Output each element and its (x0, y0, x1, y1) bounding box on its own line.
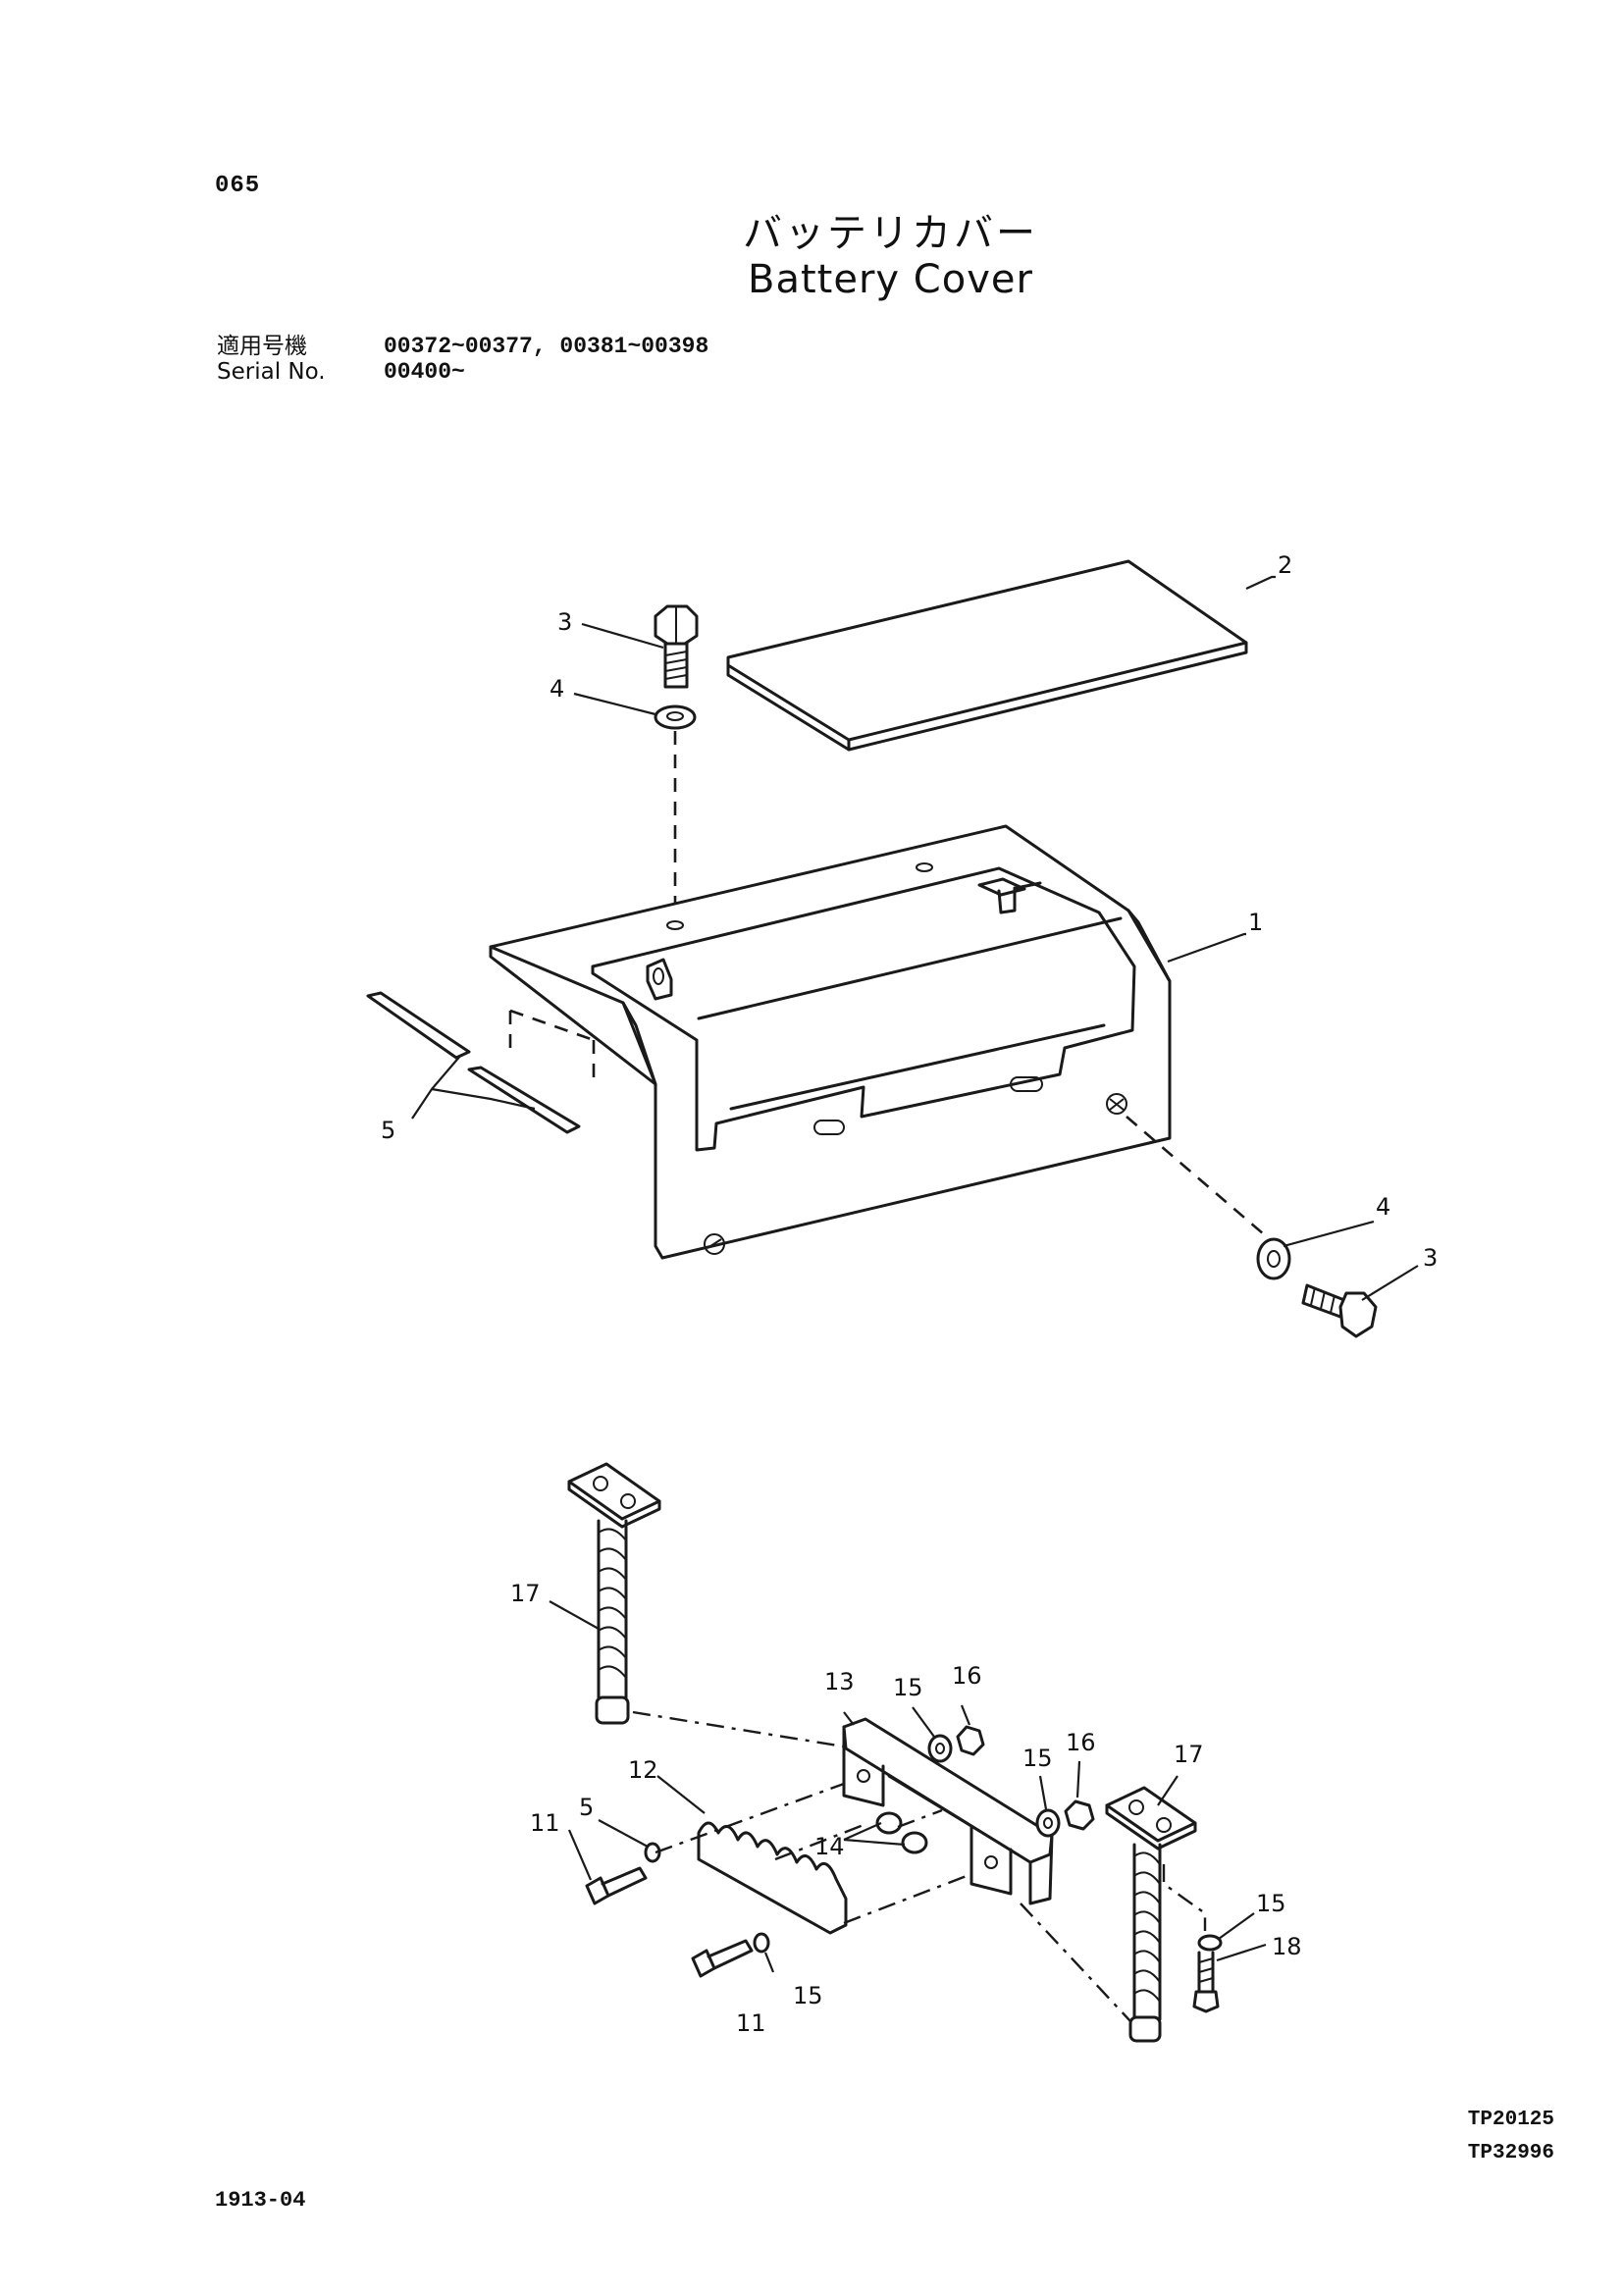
callout-2: 2 (1278, 551, 1292, 579)
callout-16-b: 16 (1066, 1729, 1096, 1756)
assembly-lines-strips (508, 1009, 596, 1079)
part-16-nut-a (956, 1725, 985, 1756)
part-17-rod-right (1105, 1786, 1197, 2043)
part-15-washer-c (644, 1842, 661, 1863)
callout-numbers: 2 3 4 1 4 3 5 17 13 15 16 15 16 17 12 11… (381, 551, 1438, 2037)
assembly-lines-lower (632, 1710, 1207, 2022)
callout-15-b: 15 (1022, 1745, 1053, 1772)
callout-4-upper: 4 (550, 675, 564, 703)
callout-1: 1 (1248, 909, 1263, 936)
callout-11-a: 11 (530, 1809, 560, 1837)
leader-lines (411, 575, 1419, 1973)
serial-row-2: Serial No. 00400~ (217, 359, 708, 385)
footer-ref-1: TP20125 (1467, 2109, 1554, 2131)
assembly-line-right-bolt (1126, 1116, 1265, 1235)
callout-17-right: 17 (1174, 1741, 1204, 1768)
part-3-bolt-right (1301, 1283, 1378, 1338)
page-number: 065 (215, 173, 261, 199)
callout-11-b: 11 (736, 2009, 766, 2037)
part-16-nut-b (1064, 1799, 1095, 1831)
serial-ranges-1: 00372~00377, 00381~00398 (384, 334, 709, 359)
serial-ranges-2: 00400~ (384, 359, 465, 385)
part-1-battery-cover (489, 824, 1172, 1260)
part-4-washer-right (1256, 1237, 1291, 1280)
part-2-cover-plate (726, 559, 1248, 752)
footer-document-code: 1913-04 (215, 2188, 306, 2213)
callout-18: 18 (1272, 1933, 1302, 1960)
callout-3-upper: 3 (557, 608, 572, 636)
part-3-bolt-upper (654, 604, 699, 689)
part-11-bolt-b (691, 1939, 754, 1978)
callout-14: 14 (814, 1833, 845, 1860)
callout-15-d: 15 (793, 1982, 823, 2009)
callout-17-left: 17 (510, 1580, 541, 1607)
callout-16-a: 16 (952, 1662, 982, 1690)
serial-label-english: Serial No. (217, 359, 326, 385)
part-15-washer-d (753, 1932, 770, 1954)
footer-ref-2: TP32996 (1467, 2142, 1554, 2164)
callout-13: 13 (824, 1668, 855, 1695)
serial-row-1: 適用号機 00372~00377, 00381~00398 (217, 334, 708, 359)
page-title-japanese: バッテリカバー (743, 211, 1038, 256)
serial-label-japanese: 適用号機 (217, 334, 307, 359)
part-12-serrated-plate (697, 1821, 848, 1935)
callout-5-lower: 5 (579, 1794, 594, 1821)
part-17-rod-left (567, 1462, 661, 1725)
part-18-bolt (1192, 1951, 1220, 2013)
callout-5-upper: 5 (381, 1117, 395, 1144)
part-11-bolt-a (585, 1866, 648, 1905)
part-4-washer-upper (654, 704, 697, 730)
callout-15-a: 15 (893, 1674, 923, 1701)
callout-15-c: 15 (1256, 1890, 1286, 1917)
part-15-washer-a (927, 1734, 953, 1763)
part-15-washer-b (1035, 1808, 1061, 1838)
part-13-bracket (842, 1717, 1054, 1905)
part-5-rubber-strips (366, 991, 581, 1134)
part-15-washer-e (1197, 1934, 1223, 1952)
callout-12: 12 (628, 1756, 658, 1784)
serial-number-block: 適用号機 00372~00377, 00381~00398 Serial No.… (217, 334, 708, 385)
page-title-english: Battery Cover (748, 257, 1033, 302)
callout-4-right: 4 (1376, 1193, 1390, 1221)
callout-3-right: 3 (1423, 1244, 1438, 1272)
part-14-spacers (875, 1811, 928, 1854)
footer-reference-codes: TP20125 TP32996 (1468, 2104, 1554, 2170)
